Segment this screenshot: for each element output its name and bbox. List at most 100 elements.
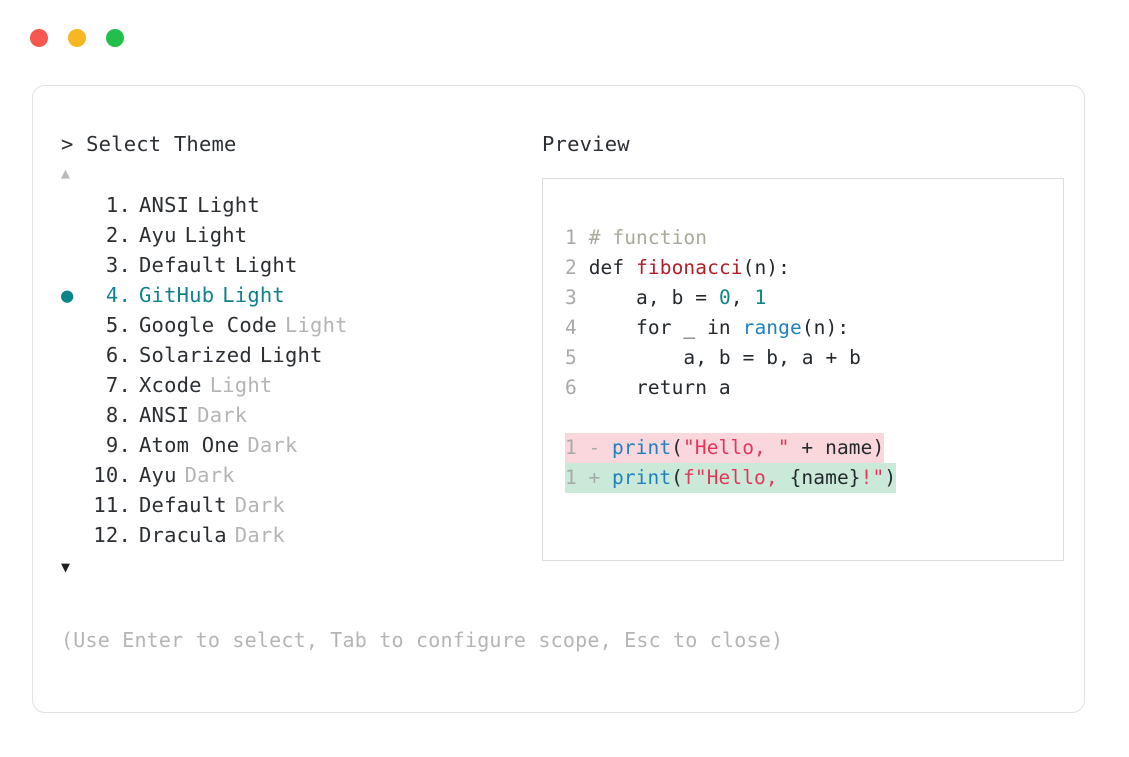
code-token: (n): [742,256,790,279]
diff-block: 1 - print("Hello, " + name)1 + print(f"H… [565,433,1063,493]
theme-list-item[interactable]: 1. ANSI Light [61,190,531,220]
diff-line-del: 1 - print("Hello, " + name) [565,433,1063,463]
code-token: 1 [754,286,767,309]
theme-list-item[interactable]: 10. Ayu Dark [61,460,531,490]
line-number: 6 [565,376,589,399]
code-spacer [565,403,1063,433]
page-title: > Select Theme [61,132,237,156]
theme-item-number: 3. [105,253,131,277]
code-line: 2 def fibonacci(n): [565,253,1063,283]
minimize-button[interactable] [68,29,86,47]
code-line: 5 a, b = b, a + b [565,343,1063,373]
code-token: !" [860,466,885,489]
theme-item-name: Default [139,493,227,517]
theme-item-variant: Dark [197,403,248,427]
theme-list-item[interactable]: 3. Default Light [61,250,531,280]
theme-item-number: 4. [105,283,131,307]
theme-list-item[interactable]: 9. Atom One Dark [61,430,531,460]
theme-item-name: Google Code [139,313,277,337]
line-number: 3 [565,286,589,309]
code-token: + name) [789,436,885,459]
theme-item-variant: Light [209,373,273,397]
theme-item-name: Ayu [139,463,177,487]
keyboard-hint: (Use Enter to select, Tab to configure s… [61,628,784,652]
diff-line-content: print(f"Hello, {name}!") [611,463,897,493]
theme-item-variant: Dark [234,493,285,517]
scroll-up-icon[interactable]: ▲ [61,164,71,182]
theme-item-variant: Light [197,193,260,217]
diff-line-content: print("Hello, " + name) [611,433,885,463]
diff-line-number: 1 - [565,433,612,463]
theme-item-name: ANSI [139,403,190,427]
theme-list-item[interactable]: 7. Xcode Light [61,370,531,400]
code-line: 4 for _ in range(n): [565,313,1063,343]
code-line: 6 return a [565,373,1063,403]
theme-item-number: 5. [105,313,131,337]
theme-item-number: 11. [93,493,131,517]
theme-list-item[interactable]: 2. Ayu Light [61,220,531,250]
code-token: print [611,466,672,489]
theme-item-number: 9. [105,433,131,457]
theme-item-number: 1. [105,193,131,217]
diff-line-number: 1 + [565,463,612,493]
line-number: 4 [565,316,589,339]
line-number: 5 [565,346,589,369]
theme-list-item[interactable]: 5. Google Code Light [61,310,531,340]
code-token: 0 [718,286,731,309]
theme-item-variant: Light [259,343,323,367]
theme-item-name: GitHub [139,283,215,307]
theme-item-variant: Light [184,223,248,247]
theme-item-name: Dracula [139,523,227,547]
theme-list-item[interactable]: 6. Solarized Light [61,340,531,370]
theme-item-number: 12. [93,523,131,547]
code-token: a, b = b, a + b [588,346,862,369]
code-token: # function [588,226,708,249]
theme-item-number: 10. [93,463,131,487]
scroll-down-icon[interactable]: ▼ [61,558,71,576]
code-token: def [588,256,637,279]
zoom-button[interactable] [106,29,124,47]
theme-item-name: Xcode [139,373,202,397]
code-line: 1 # function [565,223,1063,253]
theme-item-variant: Light [222,283,285,307]
theme-item-name: Solarized [139,343,252,367]
theme-item-name: Ayu [139,223,177,247]
code-token: return a [588,376,731,399]
code-token: , [730,286,755,309]
theme-item-variant: Light [284,313,348,337]
diff-line-add: 1 + print(f"Hello, {name}!") [565,463,1063,493]
close-button[interactable] [30,29,48,47]
theme-item-name: ANSI [139,193,190,217]
code-token: print [611,436,672,459]
selected-bullet-icon: ● [61,283,74,307]
theme-item-name: Atom One [139,433,240,457]
theme-item-name: Default [139,253,227,277]
theme-list-item[interactable]: 11. Default Dark [61,490,531,520]
code-line: 3 a, b = 0, 1 [565,283,1063,313]
code-token: (n): [801,316,850,339]
code-token: a, b = [588,286,719,309]
theme-list-item[interactable]: 8. ANSI Dark [61,400,531,430]
code-token: {name} [789,466,861,489]
code-token: ) [884,466,897,489]
theme-item-number: 6. [105,343,131,367]
line-number: 2 [565,256,589,279]
code-token: ( [671,466,684,489]
theme-list-item[interactable]: ● 4. GitHub Light [61,280,531,310]
theme-item-variant: Dark [184,463,235,487]
theme-item-variant: Dark [247,433,298,457]
code-token: ( [671,436,684,459]
theme-item-variant: Light [234,253,298,277]
code-token: f"Hello, [683,466,790,489]
theme-item-number: 7. [105,373,131,397]
theme-item-number: 8. [105,403,131,427]
preview-label: Preview [542,132,630,156]
theme-item-number: 2. [105,223,131,247]
